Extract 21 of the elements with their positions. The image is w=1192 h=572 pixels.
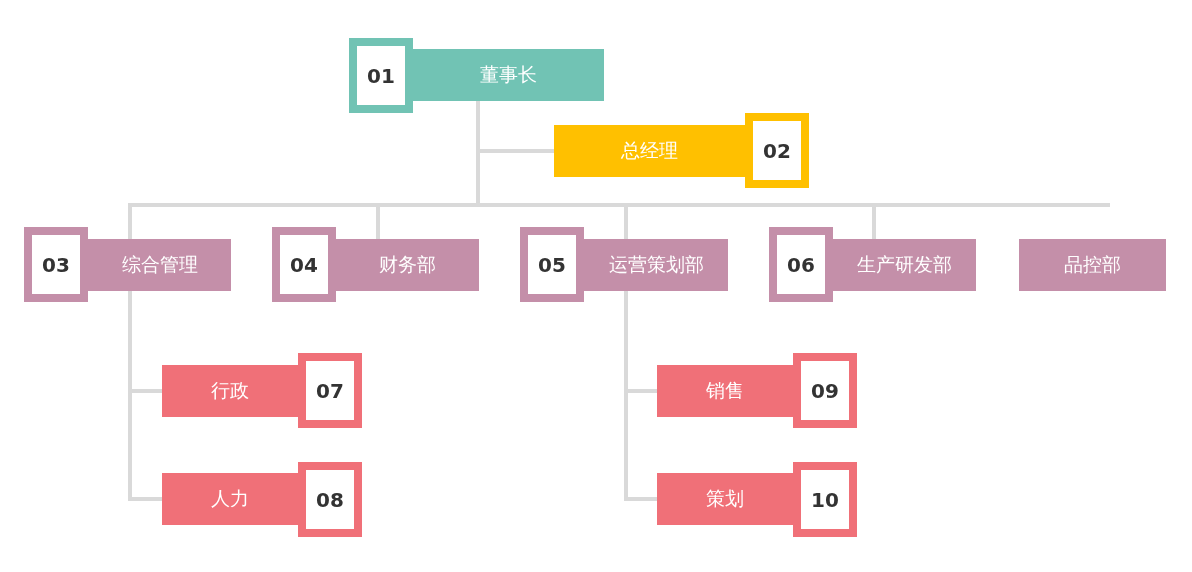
number-badge: 08 xyxy=(298,462,362,537)
title-bar: 销售 xyxy=(657,365,793,417)
title-bar: 策划 xyxy=(657,473,793,525)
number-badge: 04 xyxy=(272,227,336,302)
number-badge: 10 xyxy=(793,462,857,537)
title-bar: 综合管理 xyxy=(88,239,231,291)
title-bar: 总经理 xyxy=(554,125,745,177)
title-bar: 生产研发部 xyxy=(833,239,976,291)
number-badge: 01 xyxy=(349,38,413,113)
title-bar: 财务部 xyxy=(336,239,479,291)
title-bar: 行政 xyxy=(162,365,298,417)
number-badge: 02 xyxy=(745,113,809,188)
title-bar: 董事长 xyxy=(413,49,604,101)
number-badge: 09 xyxy=(793,353,857,428)
title-bar: 运营策划部 xyxy=(584,239,728,291)
number-badge: 03 xyxy=(24,227,88,302)
title-bar: 品控部 xyxy=(1019,239,1166,291)
title-bar: 人力 xyxy=(162,473,298,525)
number-badge: 06 xyxy=(769,227,833,302)
number-badge: 07 xyxy=(298,353,362,428)
number-badge: 05 xyxy=(520,227,584,302)
